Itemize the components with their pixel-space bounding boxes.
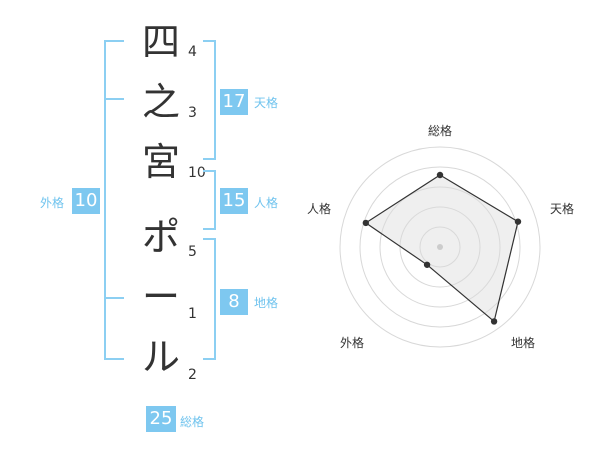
radar-point-gai [423,261,431,268]
stroke-count-2: 3 [188,105,197,121]
radar-ring-3 [379,186,501,308]
radar-ring-1 [419,226,461,268]
name-char-4: ポ [141,215,180,259]
chikaku-label: 地格 [254,296,279,310]
soukaku-label: 総格 [180,415,205,429]
soukaku-badge: 25 [146,406,176,432]
stroke-count-1: 4 [188,44,197,60]
radar-label-ten: 天格 [550,202,575,216]
jinkaku-label: 人格 [254,196,279,210]
radar-point-sou [436,171,444,179]
stroke-count-3: 10 [188,165,206,181]
radar-label-gai: 外格 [340,336,365,350]
name-char-6: ル [141,335,180,379]
stroke-count-4: 5 [188,244,197,260]
jinkaku-badge: 15 [220,188,248,214]
radar-label-jin: 人格 [307,202,332,216]
gaikaku-label: 外格 [40,196,65,210]
chikaku-badge: 8 [220,289,248,315]
radar-rings [339,146,541,348]
radar-label-sou: 総格 [428,124,453,138]
tenkaku-label: 天格 [254,96,279,110]
radar-ring-5 [339,146,541,348]
radar-point-ten [514,218,522,225]
name-char-1: 四 [141,20,180,64]
radar-point-chi [490,318,498,325]
gaikaku-badge: 10 [72,188,100,214]
stroke-count-6: 2 [188,367,197,383]
radar-label-chi: 地格 [511,336,536,350]
name-char-5: ー [141,275,180,319]
tenkaku-badge: 17 [220,89,248,115]
radar-points [362,171,522,325]
radar-ring-4 [359,166,521,328]
stroke-count-5: 1 [188,306,197,322]
name-char-3: 宮 [141,140,180,184]
radar-point-jin [362,219,370,227]
name-char-2: 之 [141,80,180,124]
radar-center [437,244,443,250]
